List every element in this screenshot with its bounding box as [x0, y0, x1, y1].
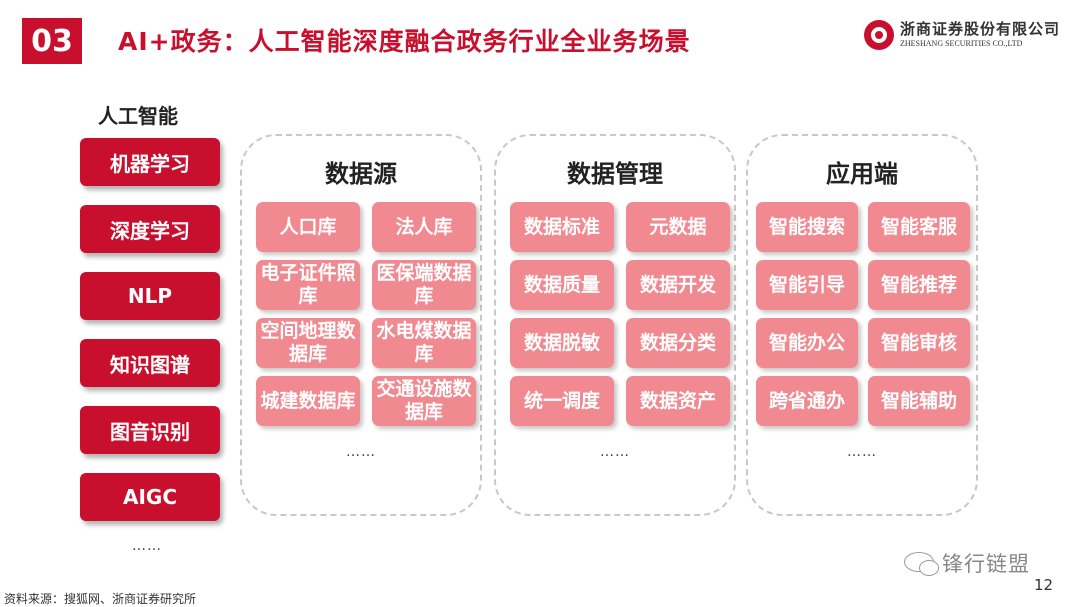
panel-chip: 智能审核 [868, 318, 970, 368]
panel-chip: 智能搜索 [756, 202, 858, 252]
panel-title: 应用端 [826, 160, 898, 188]
panel-chip: 统一调度 [510, 376, 614, 426]
panel-data-management: 数据管理 数据标准 元数据 数据质量 数据开发 数据脱敏 数据分类 统一调度 数… [494, 134, 736, 516]
panel-title: 数据管理 [567, 160, 663, 188]
logo-name-en: ZHESHANG SECURITIES CO.,LTD [900, 39, 1023, 48]
ai-item: 图音识别 [80, 406, 220, 454]
logo-name-cn: 浙商证券股份有限公司 [900, 20, 1061, 38]
section-number-badge: 03 [22, 18, 82, 64]
panel-chip: 法人库 [372, 202, 476, 252]
panel-chip: 数据分类 [626, 318, 730, 368]
panel-chip: 水电煤数据库 [372, 318, 476, 368]
source-note: 资料来源：搜狐网、浙商证券研究所 [4, 592, 197, 606]
ai-more-ellipsis: …… [132, 538, 162, 554]
panel-chip: 空间地理数据库 [256, 318, 360, 368]
ai-item: AIGC [80, 473, 220, 521]
panel-chip: 跨省通办 [756, 376, 858, 426]
watermark-text: 锋行链盟 [942, 552, 1030, 576]
panel-more-ellipsis: …… [600, 444, 630, 460]
panel-more-ellipsis: …… [847, 444, 877, 460]
ai-item: 深度学习 [80, 205, 220, 253]
panel-chip: 城建数据库 [256, 376, 360, 426]
panel-chip: 智能引导 [756, 260, 858, 310]
panel-chip: 元数据 [626, 202, 730, 252]
ai-heading: 人工智能 [98, 104, 178, 128]
panel-chip: 智能客服 [868, 202, 970, 252]
panel-chip: 交通设施数据库 [372, 376, 476, 426]
ai-item: 机器学习 [80, 138, 220, 186]
panel-chip: 智能推荐 [868, 260, 970, 310]
ai-item: 知识图谱 [80, 339, 220, 387]
page-title: AI+政务：人工智能深度融合政务行业全业务场景 [118, 27, 691, 56]
panel-chip: 数据开发 [626, 260, 730, 310]
panel-application: 应用端 智能搜索 智能客服 智能引导 智能推荐 智能办公 智能审核 跨省通办 智… [746, 134, 978, 516]
ai-item: NLP [80, 272, 220, 320]
panel-title: 数据源 [325, 160, 397, 188]
panel-chip: 数据脱敏 [510, 318, 614, 368]
panel-chip: 电子证件照库 [256, 260, 360, 310]
panel-chip: 人口库 [256, 202, 360, 252]
panel-chip: 智能办公 [756, 318, 858, 368]
panel-more-ellipsis: …… [346, 444, 376, 460]
panel-chip: 数据资产 [626, 376, 730, 426]
panel-chip: 数据标准 [510, 202, 614, 252]
watermark: 锋行链盟 [904, 548, 1054, 576]
company-logo: 浙商证券股份有限公司 ZHESHANG SECURITIES CO.,LTD [864, 18, 1060, 54]
logo-mark-icon [864, 20, 894, 50]
wechat-icon [904, 552, 939, 576]
page-number: 12 [1034, 576, 1054, 594]
panel-chip: 数据质量 [510, 260, 614, 310]
panel-chip: 医保端数据库 [372, 260, 476, 310]
panel-data-source: 数据源 人口库 法人库 电子证件照库 医保端数据库 空间地理数据库 水电煤数据库… [240, 134, 482, 516]
panel-chip: 智能辅助 [868, 376, 970, 426]
